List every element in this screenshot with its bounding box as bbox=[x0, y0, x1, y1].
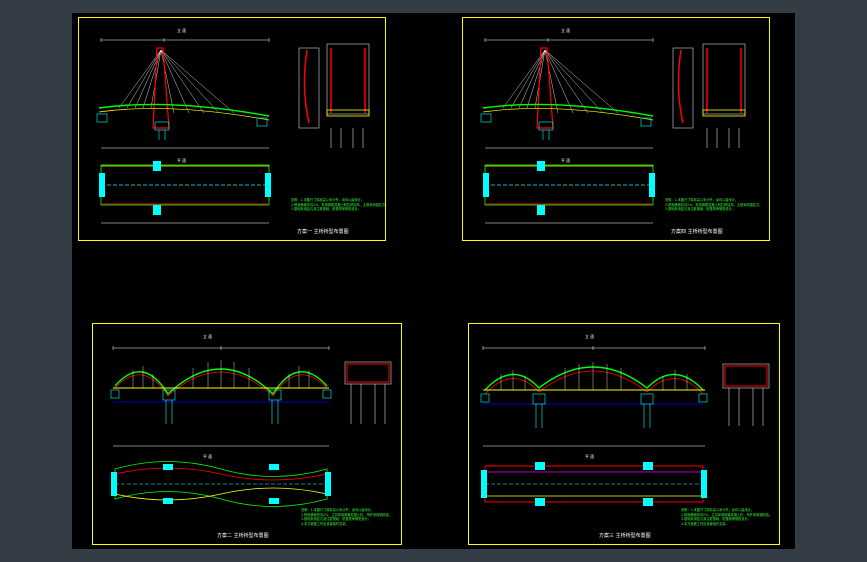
notes-line: 说明：1.本图尺寸除标高以米计外，余均以厘米计。 bbox=[665, 198, 739, 202]
sheet-title: 方案二 主桥桥型布置图 bbox=[217, 533, 269, 539]
notes-line: 3.基础采用钻孔灌注桩基础，桩基按摩擦桩设计。 bbox=[291, 207, 361, 212]
notes-line: 说明：1.本图尺寸除标高以米计外，余均以厘米计。 bbox=[291, 198, 365, 202]
notes-line: 4.本方案施工时应设置临时支架。 bbox=[681, 521, 729, 526]
elevation-label: 立 面 bbox=[585, 334, 595, 339]
plan-label: 平 面 bbox=[561, 158, 571, 163]
plan-label: 平 面 bbox=[585, 454, 595, 459]
cable-stayed-elevation-drawing bbox=[480, 38, 746, 224]
elevation-label: 立 面 bbox=[203, 334, 213, 339]
notes-line: 说明：1.本图尺寸除标高以米计外，余均以厘米计。 bbox=[681, 508, 755, 512]
drawing-canvas[interactable]: 立 面 平 面 说明：1.本图尺寸除标高以米计外，余均以厘米计。 2.桥面横坡双… bbox=[72, 13, 795, 549]
design-notes: 说明：1.本图尺寸除标高以米计外，余均以厘米计。 2.桥面横坡双向2%，主拱采用… bbox=[301, 508, 392, 526]
drawing-sheet-2[interactable]: 立 面 平 面 说明：1.本图尺寸除标高以米计外，余均以厘米计。 2.桥面横坡双… bbox=[462, 17, 770, 241]
notes-line: 2.桥面横坡双向2%，主拱采用钢管混凝土拱，吊杆采用钢绞线。 bbox=[301, 512, 392, 517]
notes-line: 2.桥面横坡双向2%，采用钢筋混凝土斜拉桥结构，主塔采用独柱式。 bbox=[665, 202, 763, 207]
drawing-sheet-3[interactable]: 立 面 平 面 说明：1.本图尺寸除标高以米计外，余均以厘米计。 2.桥面横坡双… bbox=[92, 323, 402, 545]
arch-bridge-elevation-drawing bbox=[480, 346, 770, 506]
sheet-title: 方案四 主桥桥型布置图 bbox=[671, 229, 723, 235]
notes-line: 4.本方案施工时应设置临时支架。 bbox=[301, 521, 349, 526]
notes-line: 2.桥面横坡双向2%，主拱采用钢管混凝土拱，吊杆采用钢绞线。 bbox=[681, 512, 772, 517]
drawing-sheet-1[interactable]: 立 面 平 面 说明：1.本图尺寸除标高以米计外，余均以厘米计。 2.桥面横坡双… bbox=[78, 17, 388, 241]
notes-line: 2.桥面横坡双向2%，采用钢筋混凝土斜拉桥结构，主塔采用独柱式。 bbox=[291, 202, 389, 207]
arch-bridge-elevation-drawing bbox=[110, 346, 392, 507]
design-notes: 说明：1.本图尺寸除标高以米计外，余均以厘米计。 2.桥面横坡双向2%，主拱采用… bbox=[681, 508, 772, 526]
cable-stayed-elevation-drawing bbox=[96, 38, 370, 224]
design-notes: 说明：1.本图尺寸除标高以米计外，余均以厘米计。 2.桥面横坡双向2%，采用钢筋… bbox=[665, 198, 762, 212]
plan-label: 平 面 bbox=[203, 454, 213, 459]
notes-line: 3.基础采用钻孔灌注桩基础，桩基按摩擦桩设计。 bbox=[665, 207, 735, 212]
notes-line: 说明：1.本图尺寸除标高以米计外，余均以厘米计。 bbox=[301, 508, 375, 512]
plan-label: 平 面 bbox=[177, 158, 187, 163]
design-notes: 说明：1.本图尺寸除标高以米计外，余均以厘米计。 2.桥面横坡双向2%，采用钢筋… bbox=[291, 198, 388, 212]
drawing-sheet-4[interactable]: 立 面 平 面 说明：1.本图尺寸除标高以米计外，余均以厘米计。 2.桥面横坡双… bbox=[468, 323, 780, 545]
notes-line: 3.基础采用钻孔灌注桩基础，桩基按摩擦桩设计。 bbox=[681, 517, 751, 522]
sheet-title: 方案三 主桥桥型布置图 bbox=[599, 533, 651, 539]
elevation-label: 立 面 bbox=[561, 28, 571, 33]
elevation-label: 立 面 bbox=[177, 28, 187, 33]
sheet-title: 方案一 主桥桥型布置图 bbox=[297, 229, 349, 235]
notes-line: 3.基础采用钻孔灌注桩基础，桩基按摩擦桩设计。 bbox=[301, 517, 371, 522]
